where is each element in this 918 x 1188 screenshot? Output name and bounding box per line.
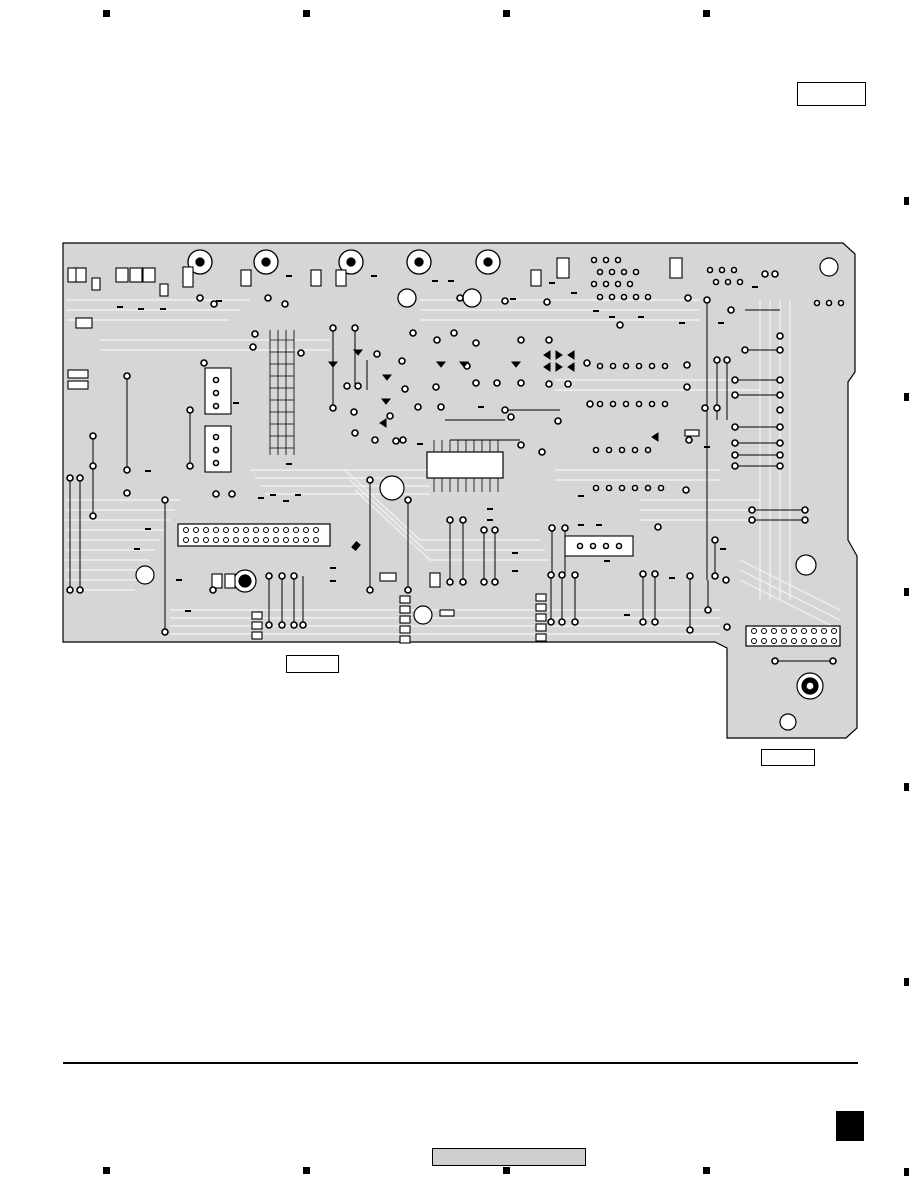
connector-header-left [178, 524, 330, 546]
footer-label-box [432, 1148, 586, 1166]
section-label-box-1 [286, 655, 339, 673]
connector-header-right [746, 626, 840, 646]
footer-rule [63, 1062, 858, 1064]
section-label-box-2 [761, 749, 815, 766]
board-outline [63, 243, 857, 738]
page-tab [836, 1111, 864, 1141]
